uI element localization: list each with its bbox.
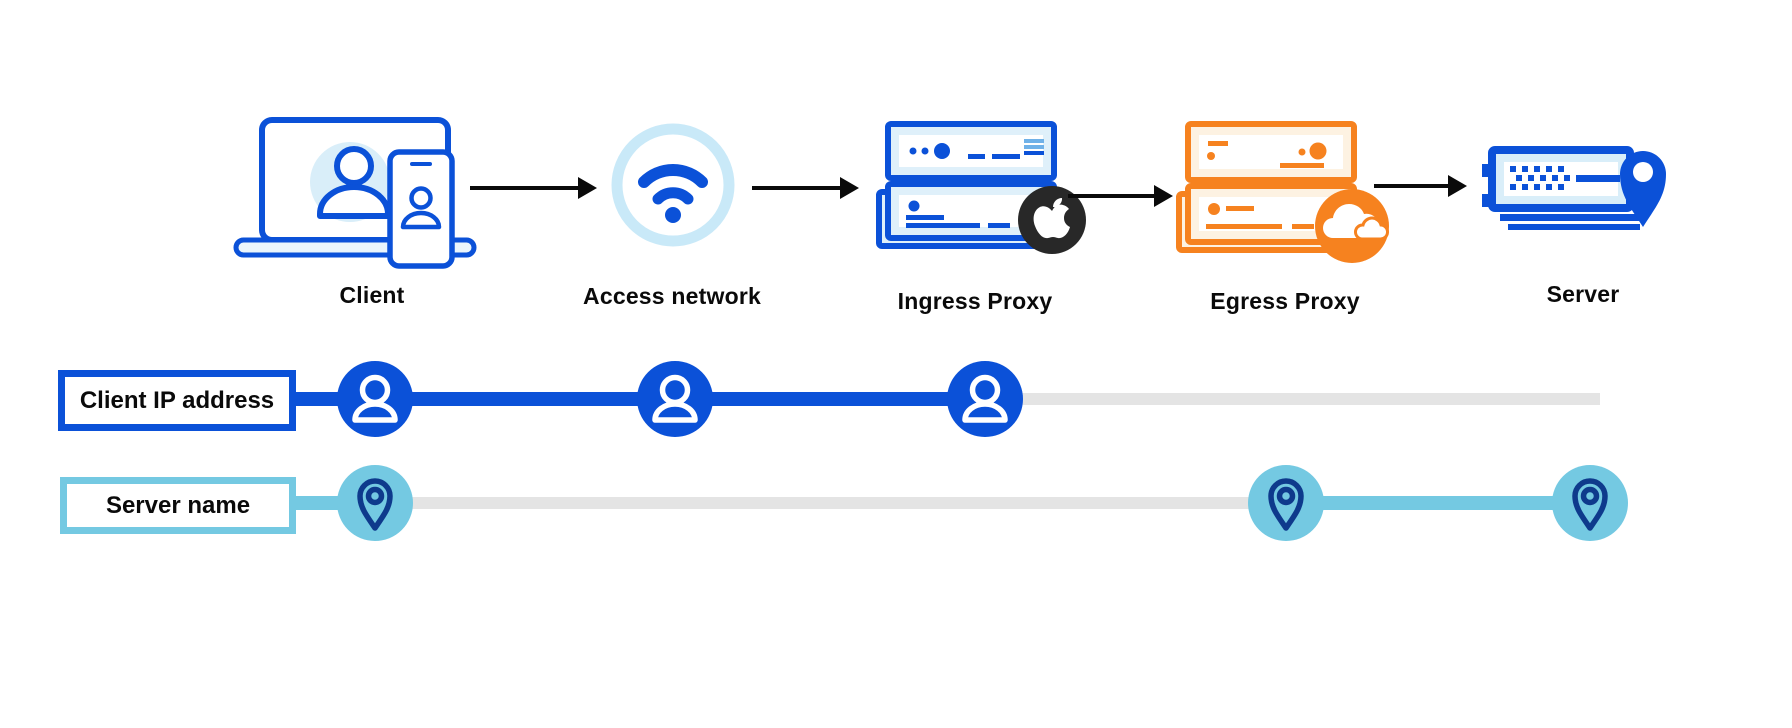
arrow-ingress-to-egress (1068, 194, 1154, 198)
location-pin-icon (357, 478, 393, 531)
pin-marker-client (337, 465, 413, 541)
server-name-label: Server name (105, 491, 251, 519)
client-ip-address-label-box: Client IP address (58, 370, 296, 431)
apple-logo-icon (1018, 186, 1086, 254)
node-label-client: Client (339, 282, 405, 308)
server-name-active-line-right (1286, 496, 1590, 510)
wifi-icon (611, 123, 735, 247)
cloudflare-logo-icon (1315, 189, 1389, 263)
egress-proxy-icon (1176, 121, 1389, 263)
ingress-proxy-icon (876, 121, 1086, 254)
server-name-label-box: Server name (60, 477, 296, 534)
node-label-server: Server (1546, 281, 1620, 307)
person-marker-access-network (637, 361, 713, 437)
node-label-ingress-proxy: Ingress Proxy (897, 288, 1053, 314)
pin-marker-server (1552, 465, 1628, 541)
client-ip-address-label: Client IP address (79, 386, 275, 414)
person-icon (652, 374, 698, 423)
person-icon (352, 374, 398, 423)
client-ip-inactive-line (985, 393, 1600, 405)
location-pin-icon (1620, 151, 1666, 227)
location-pin-icon (1268, 478, 1304, 531)
pin-marker-egress-proxy (1248, 465, 1324, 541)
arrow-access-to-ingress (752, 186, 840, 190)
person-icon (962, 374, 1008, 423)
server-location-icon (1482, 146, 1666, 230)
server-name-inactive-line (375, 497, 1286, 509)
arrow-client-to-access (470, 186, 578, 190)
person-marker-client (337, 361, 413, 437)
arrow-egress-to-server (1374, 184, 1448, 188)
person-marker-ingress-proxy (947, 361, 1023, 437)
client-devices-icon (233, 117, 477, 269)
node-label-access-network: Access network (583, 283, 761, 309)
location-pin-icon (1572, 478, 1608, 531)
node-label-egress-proxy: Egress Proxy (1210, 288, 1360, 314)
